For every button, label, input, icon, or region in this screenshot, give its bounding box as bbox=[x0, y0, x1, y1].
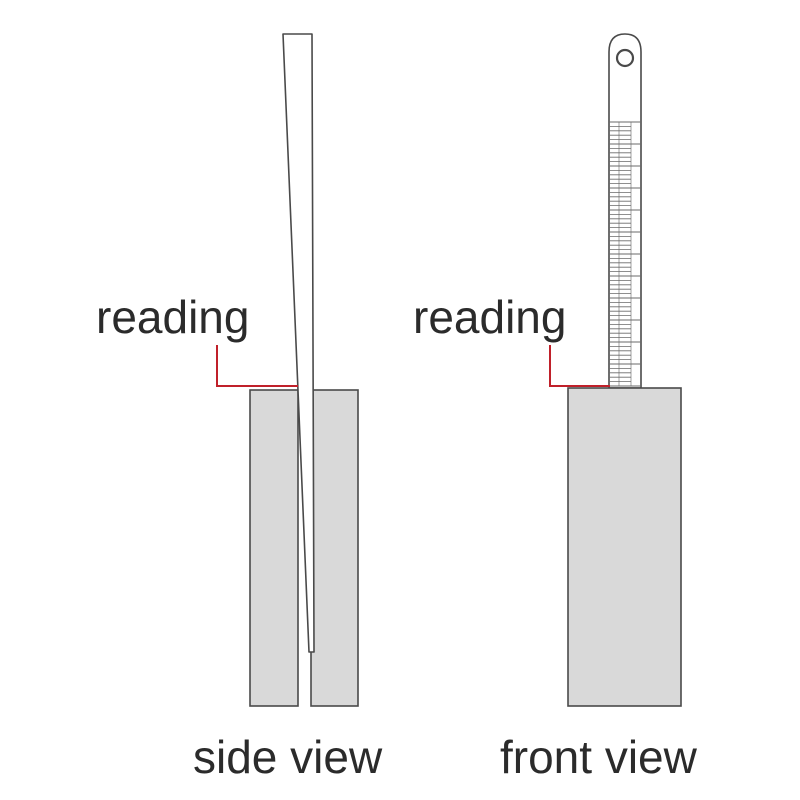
side-view-group bbox=[216, 33, 359, 707]
side-view-left-block bbox=[249, 389, 299, 707]
side-view-caption: side view bbox=[193, 731, 383, 783]
front-view-group bbox=[549, 33, 682, 707]
front-view-gauge-strip bbox=[608, 33, 642, 389]
side-view-reading-label: reading bbox=[96, 291, 250, 343]
side-view-taper-gauge bbox=[282, 33, 315, 653]
front-view-hang-hole bbox=[615, 48, 635, 68]
side-view-right-block bbox=[310, 389, 359, 707]
side-view-reading-leader bbox=[216, 345, 298, 387]
front-view-caption: front view bbox=[500, 731, 697, 783]
front-view-block bbox=[567, 387, 682, 707]
front-view-scale bbox=[609, 121, 641, 387]
front-view-reading-leader bbox=[549, 345, 610, 387]
front-view-reading-label: reading bbox=[413, 291, 567, 343]
